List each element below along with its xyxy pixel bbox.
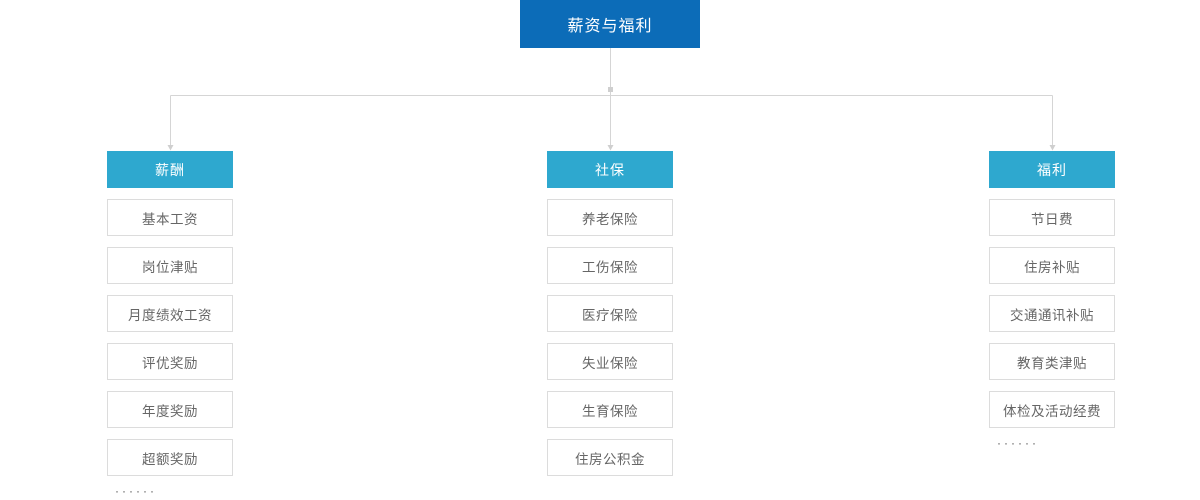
more-ellipsis: ······ xyxy=(115,484,157,498)
leaf-item[interactable]: 体检及活动经费 xyxy=(989,391,1115,428)
arrowhead-icon-3 xyxy=(1049,145,1056,151)
leaf-item[interactable]: 教育类津贴 xyxy=(989,343,1115,380)
branch-column-3: 福利 节日费 住房补贴 交通通讯补贴 教育类津贴 体检及活动经费 ······ xyxy=(989,151,1115,449)
more-ellipsis: ······ xyxy=(997,436,1039,450)
branch-header-1[interactable]: 薪酬 xyxy=(107,151,233,188)
bus-junction-marker xyxy=(608,87,613,92)
leaf-item[interactable]: 评优奖励 xyxy=(107,343,233,380)
leaf-item[interactable]: 医疗保险 xyxy=(547,295,673,332)
leaf-item[interactable]: 岗位津贴 xyxy=(107,247,233,284)
leaf-item[interactable]: 超额奖励 xyxy=(107,439,233,476)
connector-arrowheads xyxy=(167,87,1056,151)
branch-column-1: 薪酬 基本工资 岗位津贴 月度绩效工资 评优奖励 年度奖励 超额奖励 ·····… xyxy=(107,151,233,497)
leaf-item[interactable]: 基本工资 xyxy=(107,199,233,236)
leaf-item[interactable]: 节日费 xyxy=(989,199,1115,236)
leaf-item[interactable]: 生育保险 xyxy=(547,391,673,428)
leaf-item[interactable]: 失业保险 xyxy=(547,343,673,380)
leaf-item[interactable]: 年度奖励 xyxy=(107,391,233,428)
branch-header-3[interactable]: 福利 xyxy=(989,151,1115,188)
root-node[interactable]: 薪资与福利 xyxy=(520,0,700,48)
leaf-item[interactable]: 交通通讯补贴 xyxy=(989,295,1115,332)
branch-column-2: 社保 养老保险 工伤保险 医疗保险 失业保险 生育保险 住房公积金 xyxy=(547,151,673,485)
leaf-item[interactable]: 住房公积金 xyxy=(547,439,673,476)
arrowhead-icon-2 xyxy=(607,145,614,151)
leaf-item[interactable]: 住房补贴 xyxy=(989,247,1115,284)
leaf-item[interactable]: 月度绩效工资 xyxy=(107,295,233,332)
branch-header-2[interactable]: 社保 xyxy=(547,151,673,188)
leaf-item[interactable]: 养老保险 xyxy=(547,199,673,236)
leaf-item[interactable]: 工伤保险 xyxy=(547,247,673,284)
arrowhead-icon-1 xyxy=(167,145,174,151)
